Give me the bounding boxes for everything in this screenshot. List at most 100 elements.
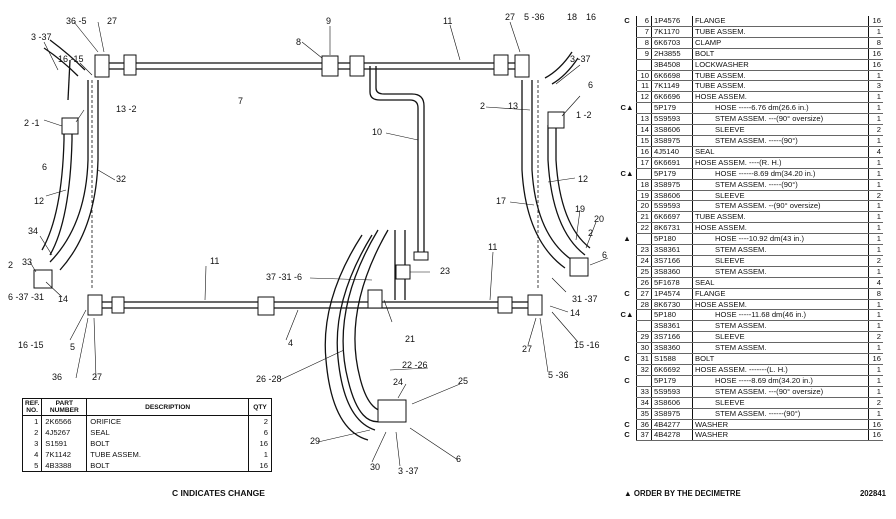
callout-4: 4	[288, 338, 293, 348]
flange-top-left	[94, 54, 110, 78]
parts-cell-qty: 16	[868, 59, 883, 71]
parts-cell-desc: HOSE -----6.76 dm(26.6 in.)	[692, 102, 869, 115]
stem-bottom-center	[377, 399, 407, 423]
parts-cell-desc: STEM ASSEM. -----(90°)	[692, 135, 869, 147]
small-cell-ref: 3	[21, 438, 43, 449]
callout-3-37: 3 -37	[398, 466, 419, 476]
callout-21: 21	[405, 334, 415, 344]
parts-cell-ref	[636, 233, 652, 246]
parts-cell-qty: 1	[868, 320, 883, 333]
parts-cell-desc: STEM ASSEM. --(90° oversize)	[692, 200, 869, 213]
parts-cell-c: C	[624, 288, 630, 298]
small-cell-part: 4B3388	[41, 460, 88, 472]
parts-cell-part: 4B4277	[651, 419, 693, 431]
parts-cell-qty: 1	[868, 70, 883, 82]
parts-cell-c	[618, 223, 637, 234]
parts-cell-c	[618, 59, 637, 70]
parts-cell-c	[618, 365, 637, 376]
parts-cell-desc: STEM ASSEM. ---(90° oversize)	[692, 386, 869, 398]
callout-25: 25	[458, 376, 468, 386]
col-ref: REF. NO.	[21, 398, 43, 416]
callout-13: 13	[508, 101, 518, 111]
parts-cell-part: 3S8975	[651, 135, 693, 147]
parts-cell-qty: 1	[868, 102, 883, 115]
parts-cell-desc: FLANGE	[692, 16, 869, 27]
parts-cell-c: C	[624, 419, 630, 429]
small-cell-ref: 5	[21, 460, 43, 472]
parts-cell-ref: 21	[636, 211, 652, 224]
callout-7: 7	[238, 96, 243, 106]
parts-cell-qty: 4	[868, 277, 883, 289]
parts-cell-desc: STEM ASSEM. -----(90°)	[692, 179, 869, 191]
parts-cell-ref	[636, 320, 652, 333]
parts-cell-c	[618, 277, 637, 288]
parts-cell-qty: 1	[868, 179, 883, 191]
parts-cell-c	[618, 92, 637, 103]
small-cell-part: 2K6566	[41, 415, 88, 427]
parts-cell-part: 6K6698	[651, 70, 693, 82]
parts-footer: ▲ ORDER BY THE DECIMETRE 202841	[624, 489, 886, 498]
parts-cell-c	[618, 408, 637, 419]
parts-cell-desc: SLEEVE	[692, 331, 869, 344]
parts-cell-ref: 8	[636, 37, 652, 49]
callout-13-2: 13 -2	[116, 104, 137, 114]
parts-cell-desc: CLAMP	[692, 37, 869, 49]
small-cell-desc: ORIFICE	[86, 415, 249, 427]
parts-cell-desc: SLEEVE	[692, 397, 869, 409]
parts-cell-desc: HOSE ASSEM.	[692, 91, 869, 104]
callout-24: 24	[393, 377, 403, 387]
parts-cell-desc: STEM ASSEM.	[692, 244, 869, 256]
parts-cell-desc: FLANGE	[692, 288, 869, 300]
callout-6: 6	[588, 80, 593, 90]
left-hose	[41, 39, 99, 271]
parts-cell-ref: 31	[636, 353, 652, 365]
parts-cell-qty: 1	[868, 299, 883, 311]
parts-cell-c: C	[624, 354, 630, 364]
parts-cell-c: C	[624, 430, 630, 440]
parts-cell-ref: 15	[636, 135, 652, 147]
parts-cell-ref: 10	[636, 70, 652, 82]
callout-11: 11	[488, 242, 497, 252]
parts-cell-c	[618, 332, 637, 343]
small-cell-qty: 6	[248, 427, 272, 438]
parts-cell-qty: 1	[868, 26, 883, 38]
parts-cell-ref	[636, 59, 652, 71]
parts-cell-ref: 30	[636, 342, 652, 355]
parts-cell-qty: 2	[868, 190, 883, 202]
parts-cell-ref: 20	[636, 200, 652, 213]
parts-cell-ref: 26	[636, 277, 652, 289]
parts-cell-qty: 3	[868, 80, 883, 93]
parts-cell-desc: SLEEVE	[692, 255, 869, 267]
parts-cell-desc: TUBE ASSEM.	[692, 70, 869, 82]
parts-cell-ref	[636, 168, 652, 180]
flange-bottom-right	[527, 294, 543, 316]
parts-cell-c: C▲	[620, 310, 634, 320]
parts-cell-part: 8K6731	[651, 222, 693, 235]
callout-14: 14	[58, 294, 68, 304]
parts-cell-c	[618, 212, 637, 223]
parts-cell-part: 2H3855	[651, 48, 693, 60]
callout-17: 17	[496, 196, 506, 206]
callout-12: 12	[34, 196, 44, 206]
parts-cell-desc: BOLT	[692, 353, 869, 365]
parts-cell-part: 7K1170	[651, 26, 693, 38]
col-desc: DESCRIPTION	[86, 398, 249, 416]
parts-cell-qty: 2	[868, 331, 883, 344]
callout-1-2: 1 -2	[576, 110, 592, 120]
